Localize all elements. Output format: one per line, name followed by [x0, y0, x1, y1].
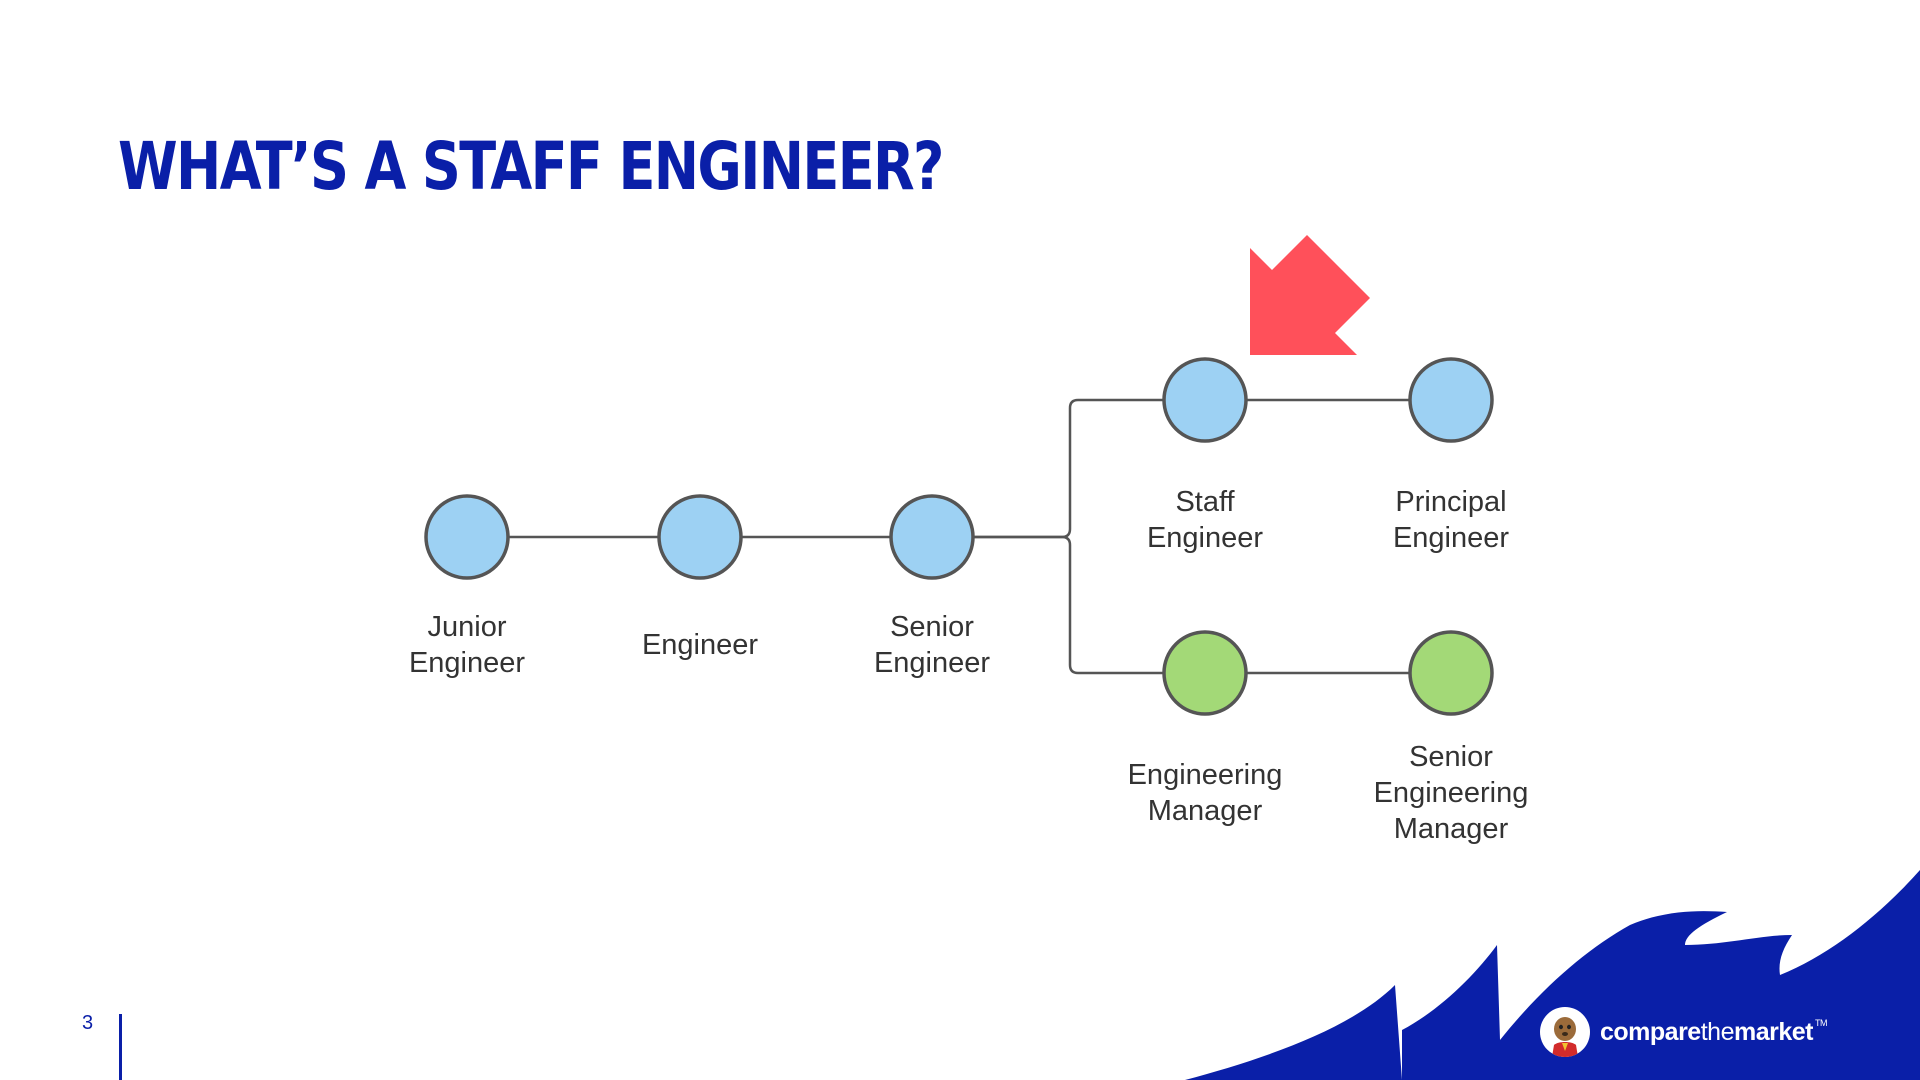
label-line: Engineer: [409, 647, 525, 679]
label-line: Engineer: [1147, 522, 1263, 554]
label-line: Senior: [1409, 741, 1493, 773]
edge-senior-engineer-to-engineering-manager: [973, 535, 1164, 675]
meerkat-mascot-icon: [1540, 1007, 1590, 1057]
slide-title: WHAT’S A STAFF ENGINEER?: [118, 128, 944, 205]
node-junior-engineer: [424, 494, 510, 580]
node-engineering-manager: [1162, 630, 1248, 716]
label-line: Engineer: [1393, 522, 1509, 554]
label-line: Manager: [1394, 813, 1509, 845]
label-line: Junior: [428, 611, 507, 643]
label-engineer: Engineer: [642, 629, 758, 661]
label-line: Engineer: [642, 629, 758, 661]
node-senior-engineer: [889, 494, 975, 580]
highlight-arrow-icon: [1250, 235, 1370, 355]
label-line: Engineering: [1374, 777, 1529, 809]
label-line: Staff: [1175, 486, 1235, 518]
label-line: Engineer: [874, 647, 990, 679]
label-line: Manager: [1148, 795, 1263, 827]
page-number-divider: [119, 1014, 122, 1080]
node-engineer: [657, 494, 743, 580]
node-senior-engineering-manager: [1408, 630, 1494, 716]
page-number: 3: [82, 1012, 94, 1034]
node-staff-engineer: [1162, 357, 1248, 443]
label-line: Principal: [1395, 486, 1506, 518]
node-principal-engineer: [1408, 357, 1494, 443]
label-line: Engineering: [1128, 759, 1283, 791]
label-line: Senior: [890, 611, 974, 643]
